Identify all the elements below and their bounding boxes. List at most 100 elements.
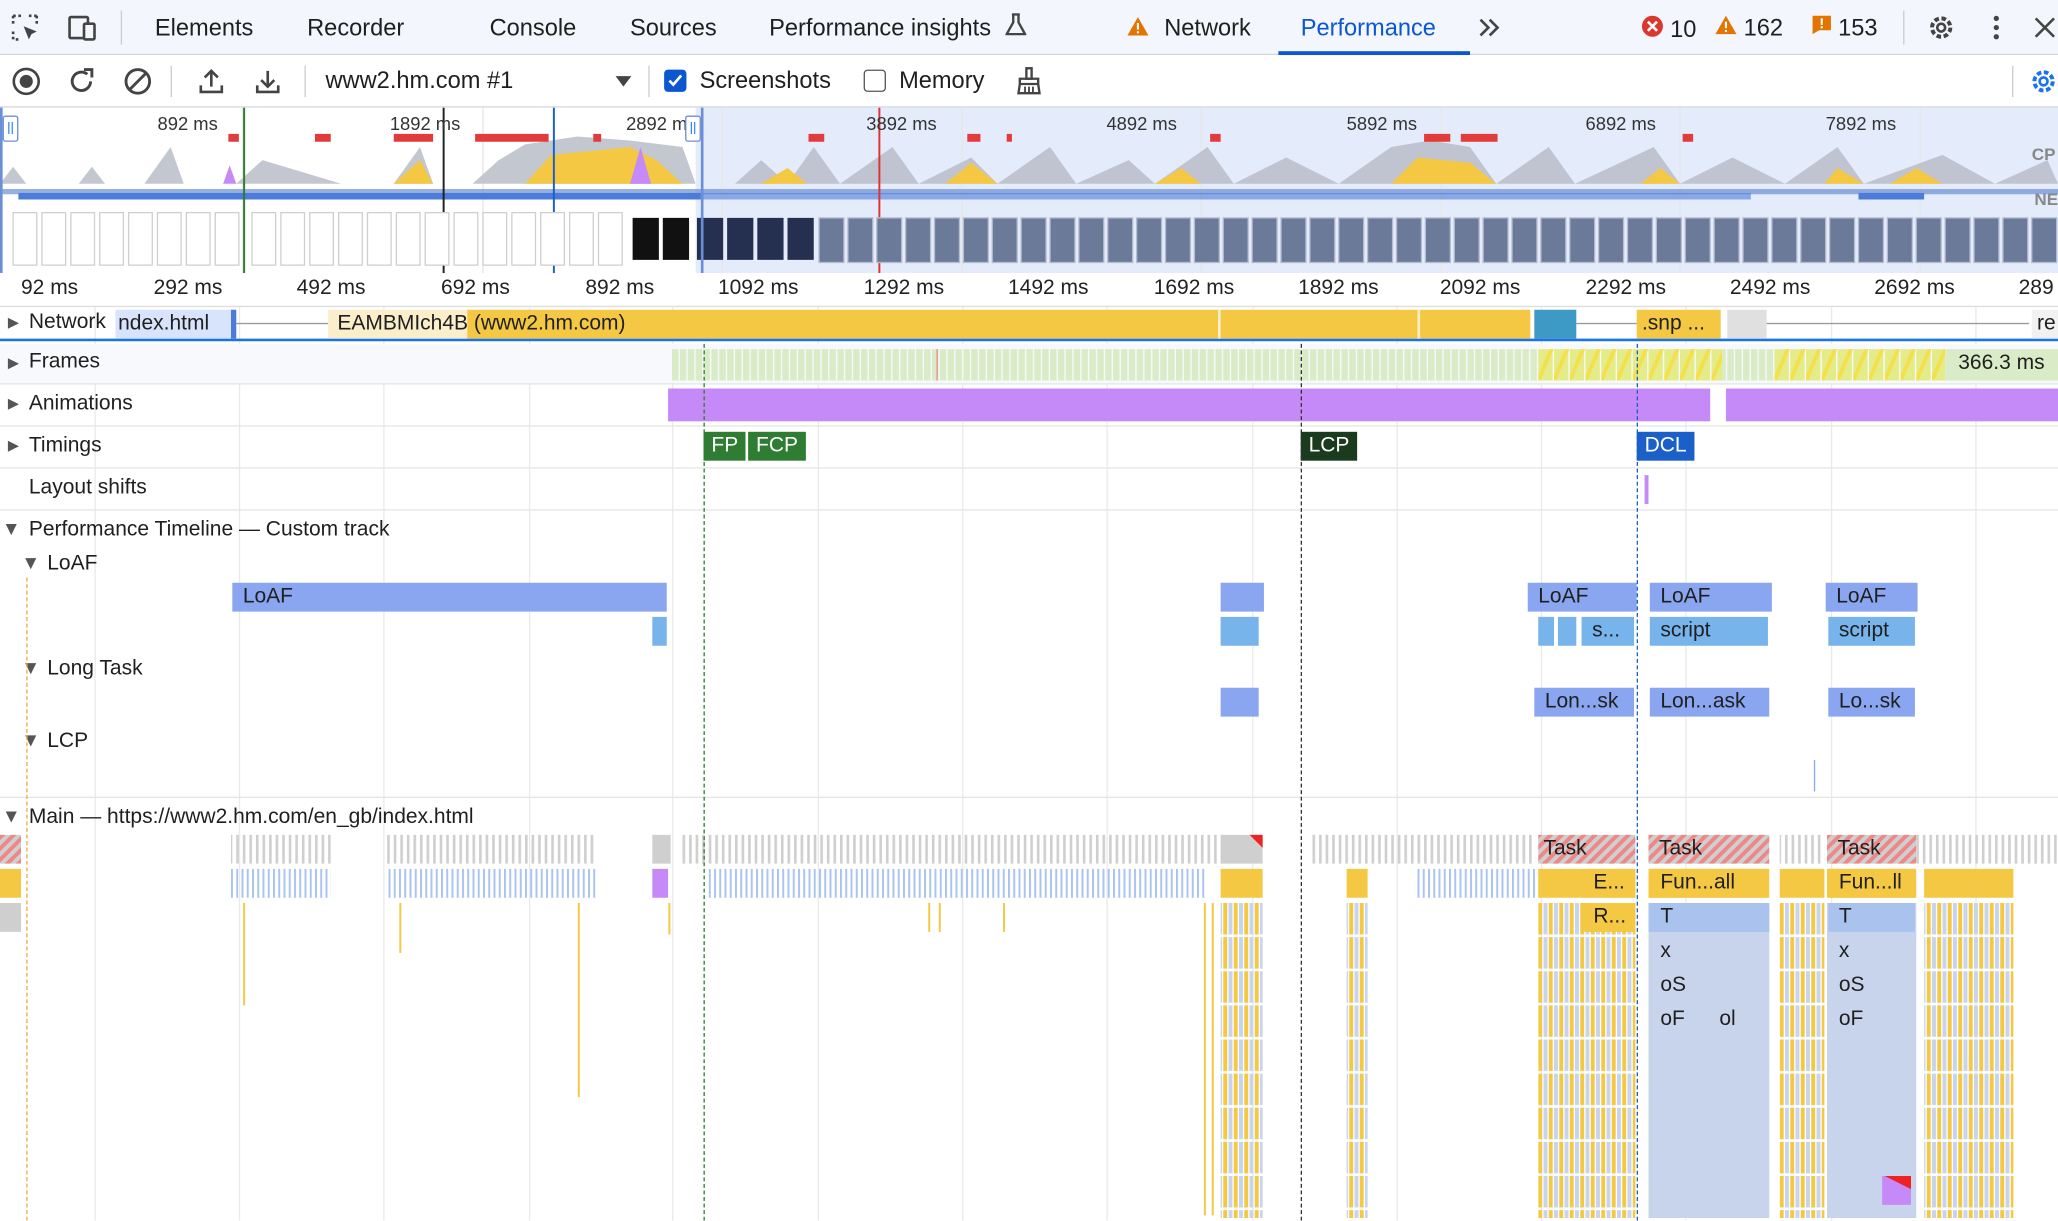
collapse-triangle-icon[interactable]: ▶	[23, 558, 40, 570]
fcp-marker[interactable]: FCP	[748, 431, 806, 461]
upload-icon[interactable]	[196, 66, 228, 98]
tab-recorder[interactable]: Recorder	[307, 14, 405, 41]
long-task-event[interactable]: Lon...ask	[1649, 687, 1770, 717]
task-event[interactable]: Task	[1543, 837, 1587, 860]
script-event[interactable]	[652, 616, 667, 646]
lcp-event[interactable]	[1813, 759, 1816, 792]
custom-track[interactable]: ▶ Performance Timeline — Custom track ▶ …	[0, 511, 2058, 797]
long-task-event[interactable]: Lon...sk	[1534, 687, 1635, 717]
js-frame-event[interactable]: T	[1649, 903, 1768, 932]
network-request-bar[interactable]: re	[2031, 309, 2058, 339]
more-tabs-icon[interactable]	[1475, 13, 1504, 42]
loaf-event[interactable]: LoAF	[1527, 582, 1637, 612]
script-event[interactable]	[1557, 616, 1577, 646]
script-event[interactable]	[1220, 616, 1259, 646]
long-task-event[interactable]: Lo...sk	[1828, 687, 1915, 717]
overview-time-label: 7892 ms	[1825, 112, 1897, 134]
capture-settings-gear-icon[interactable]	[2029, 66, 2058, 98]
device-toolbar-icon[interactable]	[66, 12, 100, 44]
script-event[interactable]	[1538, 616, 1554, 646]
divider	[2012, 65, 2014, 98]
record-icon[interactable]	[11, 66, 43, 98]
tab-performance-insights-label: Performance insights	[769, 14, 992, 41]
js-frame-event[interactable]: x	[1649, 937, 1768, 966]
loaf-event[interactable]: LoAF	[1825, 582, 1918, 612]
settings-gear-icon[interactable]	[1924, 12, 1958, 44]
network-request-bar[interactable]: .snp ...	[1636, 309, 1721, 339]
script-event[interactable]: s...	[1581, 616, 1635, 646]
tab-performance-insights[interactable]: Performance insights	[769, 0, 1028, 55]
network-request-bar[interactable]	[1534, 309, 1577, 339]
close-icon[interactable]	[2032, 12, 2058, 44]
tab-network[interactable]: Network	[1126, 0, 1251, 55]
chevron-down-icon[interactable]	[612, 71, 636, 92]
animations-track[interactable]: ▶ Animations	[0, 385, 2058, 426]
garbage-collect-broom-icon[interactable]	[1013, 66, 1045, 98]
main-thread-track[interactable]: ▶ Main — https://www2.hm.com/en_gb/index…	[0, 798, 2058, 1221]
overview-right-handle[interactable]: ||	[685, 107, 704, 273]
overview-left-handle[interactable]: ||	[0, 107, 19, 273]
download-icon[interactable]	[252, 66, 284, 98]
memory-checkbox[interactable]	[863, 69, 886, 92]
js-frame-event[interactable]: oS	[1828, 971, 1915, 1001]
expand-triangle-icon[interactable]: ▶	[7, 315, 19, 331]
dcl-marker[interactable]: DCL	[1636, 431, 1695, 461]
script-event[interactable]: script	[1649, 616, 1768, 646]
animation-bar[interactable]	[1725, 388, 2058, 422]
ruler-tick: 1892 ms	[1298, 276, 1379, 300]
layout-shifts-track[interactable]: Layout shifts	[0, 469, 2058, 510]
tab-performance[interactable]: Performance	[1278, 0, 1470, 56]
collapse-triangle-icon[interactable]: ▶	[3, 524, 20, 536]
grid-line	[672, 307, 674, 1221]
function-call-event[interactable]: R...	[1582, 903, 1636, 932]
collapse-triangle-icon[interactable]: ▶	[3, 811, 20, 823]
timings-track[interactable]: ▶ Timings FP FCP LCP DCL	[0, 427, 2058, 468]
timeline-overview[interactable]: 892 ms 1892 ms 2892 ms 3892 ms 4892 ms 5…	[0, 107, 2058, 273]
long-task-event[interactable]	[1220, 687, 1259, 717]
loaf-event[interactable]: LoAF	[1649, 582, 1772, 612]
issues-count[interactable]: 153	[1811, 14, 1878, 42]
network-request-bar[interactable]	[467, 309, 1531, 339]
function-call-event[interactable]: E...	[1582, 868, 1636, 898]
js-frame-event[interactable]: ol	[1708, 1005, 1768, 1035]
task-event[interactable]: Task	[1837, 837, 1881, 860]
screenshots-checkbox[interactable]	[664, 69, 687, 92]
function-call-event[interactable]: Fun...ll	[1828, 868, 1915, 898]
warning-count[interactable]: 162	[1714, 14, 1783, 42]
reload-record-icon[interactable]	[66, 66, 98, 98]
lcp-marker[interactable]: LCP	[1300, 431, 1358, 461]
grid-line	[1106, 307, 1108, 1221]
loaf-event[interactable]	[1220, 582, 1264, 612]
expand-triangle-icon[interactable]: ▶	[7, 396, 19, 413]
js-frame-event[interactable]: oF	[1649, 1005, 1703, 1035]
js-frame-event[interactable]: T	[1828, 903, 1915, 932]
tab-console[interactable]: Console	[489, 14, 577, 41]
fp-marker[interactable]: FP	[703, 431, 747, 461]
js-frame-event[interactable]: x	[1828, 937, 1915, 966]
layout-shift-marker[interactable]	[1644, 475, 1649, 504]
tab-elements[interactable]: Elements	[154, 14, 254, 41]
animation-bar[interactable]	[668, 388, 1711, 422]
network-request-bar[interactable]: ndex.html	[115, 309, 237, 339]
error-count[interactable]: 10	[1641, 14, 1697, 44]
js-frame-event[interactable]: oF	[1828, 1005, 1915, 1035]
network-request-bar[interactable]	[1727, 309, 1767, 339]
expand-triangle-icon[interactable]: ▶	[7, 355, 19, 372]
row-separator	[0, 383, 2058, 385]
js-frame-event[interactable]: oS	[1649, 971, 1768, 1001]
error-count-label: 10	[1670, 15, 1697, 42]
drag-handle-icon: ||	[685, 115, 701, 142]
script-event[interactable]: script	[1828, 616, 1915, 646]
tab-sources[interactable]: Sources	[630, 14, 717, 41]
clear-icon[interactable]	[122, 66, 154, 98]
lcp-subtrack-title: LCP	[47, 729, 89, 753]
frames-track[interactable]: ▶ Frames 366.3 ms	[0, 343, 2058, 384]
task-event[interactable]: Task	[1659, 837, 1703, 860]
expand-triangle-icon[interactable]: ▶	[7, 438, 19, 455]
more-options-icon[interactable]	[1982, 12, 2011, 44]
inspect-element-icon[interactable]	[8, 12, 42, 44]
network-track[interactable]: ▶ Network ndex.html EAMBMIch4B (www2.hm.…	[0, 307, 2058, 342]
loaf-event[interactable]: LoAF	[232, 582, 667, 612]
function-call-event[interactable]: Fun...all	[1649, 868, 1768, 898]
profile-select[interactable]: www2.hm.com #1	[326, 67, 514, 95]
